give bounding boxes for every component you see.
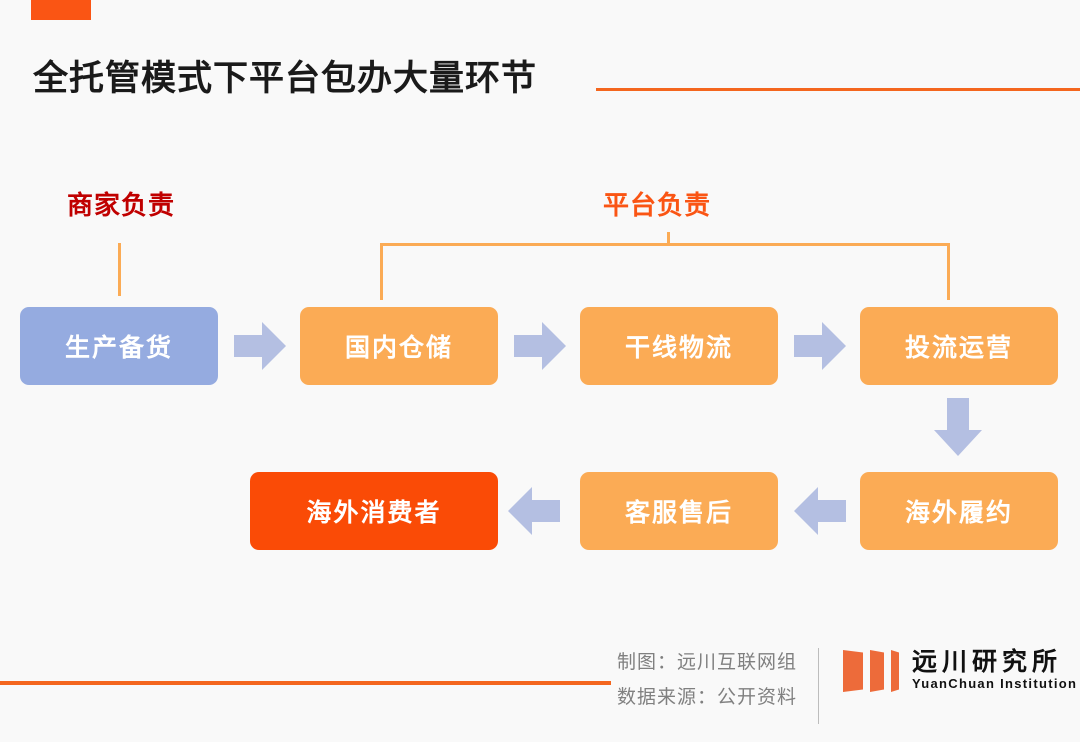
connector-platform-bracket-left xyxy=(380,243,383,300)
footer-separator xyxy=(818,648,819,724)
logo-wordmark: 远川研究所 YuanChuan Institution xyxy=(912,648,1077,692)
section-label-merchant: 商家负责 xyxy=(67,190,176,220)
logo-bar-3 xyxy=(891,650,899,692)
footer-credit-block: 制图：远川互联网组 数据来源：公开资料 xyxy=(617,645,797,715)
arrow-right-icon xyxy=(234,322,286,370)
brand-logo: 远川研究所 YuanChuan Institution xyxy=(843,648,1077,692)
logo-bar-2 xyxy=(870,650,884,692)
flow-box-overseas-fulfillment[interactable]: 海外履约 xyxy=(860,472,1058,550)
arrow-down-icon xyxy=(934,398,982,456)
footer-divider xyxy=(0,681,611,685)
flow-box-domestic-warehouse[interactable]: 国内仓储 xyxy=(300,307,498,385)
arrow-left-icon xyxy=(794,487,846,535)
flow-box-traffic-operations[interactable]: 投流运营 xyxy=(860,307,1058,385)
logo-bar-1 xyxy=(843,650,863,692)
connector-platform-bracket-top xyxy=(380,243,950,246)
footer-source: 数据来源：公开资料 xyxy=(617,687,798,708)
flow-box-trunk-logistics[interactable]: 干线物流 xyxy=(580,307,778,385)
arrow-right-icon xyxy=(514,322,566,370)
logo-bars-icon xyxy=(843,648,899,692)
flow-box-production[interactable]: 生产备货 xyxy=(20,307,218,385)
flow-box-overseas-consumer[interactable]: 海外消费者 xyxy=(250,472,498,550)
logo-name-en: YuanChuan Institution xyxy=(912,676,1078,691)
title-divider xyxy=(596,88,1080,91)
arrow-left-icon xyxy=(508,487,560,535)
arrow-right-icon xyxy=(794,322,846,370)
logo-name-cn: 远川研究所 xyxy=(912,648,1063,676)
connector-platform-bracket-right xyxy=(947,243,950,300)
page-title: 全托管模式下平台包办大量环节 xyxy=(33,59,538,98)
flow-box-customer-service[interactable]: 客服售后 xyxy=(580,472,778,550)
section-label-platform: 平台负责 xyxy=(603,190,712,220)
accent-block xyxy=(31,0,91,20)
connector-merchant-stem xyxy=(118,243,121,296)
connector-platform-stem xyxy=(667,232,670,246)
footer-credit: 制图：远川互联网组 xyxy=(617,652,798,673)
